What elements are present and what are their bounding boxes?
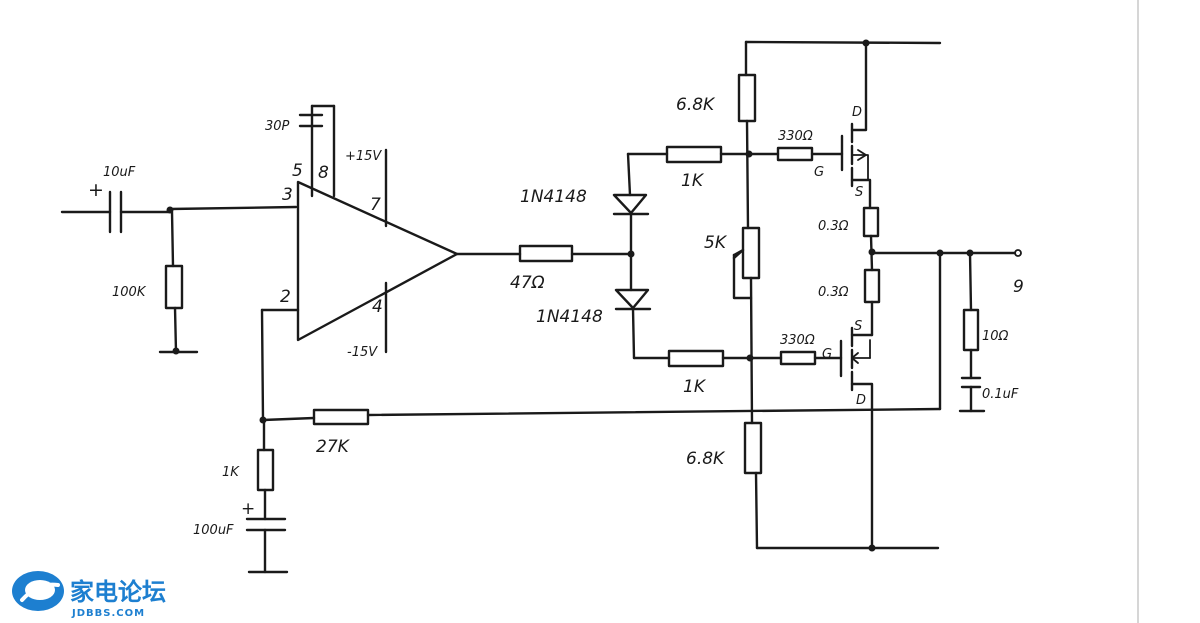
label-g-bot: G	[822, 347, 832, 362]
label-r-gate-bot: 330Ω	[780, 333, 815, 348]
label-c-comp: 30P	[265, 119, 290, 134]
label-r-gate-top: 330Ω	[778, 129, 813, 144]
label-g-top: G	[814, 165, 824, 180]
bias-network	[612, 40, 942, 550]
label-r-out: 47Ω	[510, 273, 545, 293]
label-pin7: 7	[370, 195, 381, 215]
label-pin8: 8	[318, 163, 329, 183]
label-c-in-plus: +	[88, 179, 104, 201]
logo-name: 家电论坛	[70, 578, 166, 606]
label-r-s-top: 0.3Ω	[818, 219, 849, 234]
label-pin3: 3	[282, 185, 293, 205]
label-diode-bot: 1N4148	[536, 307, 603, 327]
label-c-gnd: 100uF	[193, 523, 234, 538]
label-vpos: +15V	[345, 149, 382, 164]
label-r-in: 100K	[112, 285, 147, 300]
label-vneg: -15V	[347, 345, 378, 360]
site-logo: 家电论坛 JDBBS.COM	[12, 571, 166, 619]
feedback-network	[245, 408, 370, 574]
logo-swirl-icon	[12, 571, 64, 611]
label-r-1k-top: 1K	[681, 171, 705, 191]
label-r-1k-bot: 1K	[683, 377, 707, 397]
label-out-pin: 9	[1013, 277, 1024, 297]
component-labels: 10uF + 100K 30P 5 8 3 2 7 4 +15V -15V 47…	[88, 95, 1024, 538]
label-pot: 5K	[704, 233, 728, 253]
op-amp	[260, 104, 635, 422]
label-c-gnd-plus: +	[241, 499, 255, 519]
label-diode-top: 1N4148	[520, 187, 587, 207]
label-r-gnd: 1K	[222, 465, 240, 480]
output-stage	[366, 39, 1022, 552]
label-s-top: S	[855, 185, 863, 200]
label-r-fb: 27K	[316, 437, 351, 457]
label-r-68k-bot: 6.8K	[686, 449, 726, 469]
input-stage	[60, 190, 298, 355]
label-pin5: 5	[292, 161, 303, 181]
label-pin2: 2	[280, 287, 291, 307]
label-c-in: 10uF	[103, 165, 136, 180]
label-r-s-bot: 0.3Ω	[818, 285, 849, 300]
label-d-bot: D	[856, 393, 866, 408]
logo-domain: JDBBS.COM	[71, 608, 145, 619]
label-r-68k-top: 6.8K	[676, 95, 716, 115]
label-pin4: 4	[372, 297, 383, 317]
label-c-zobel: 0.1uF	[982, 387, 1019, 402]
label-d-top: D	[852, 105, 862, 120]
label-r-zobel: 10Ω	[982, 329, 1009, 344]
label-s-bot: S	[854, 319, 862, 334]
